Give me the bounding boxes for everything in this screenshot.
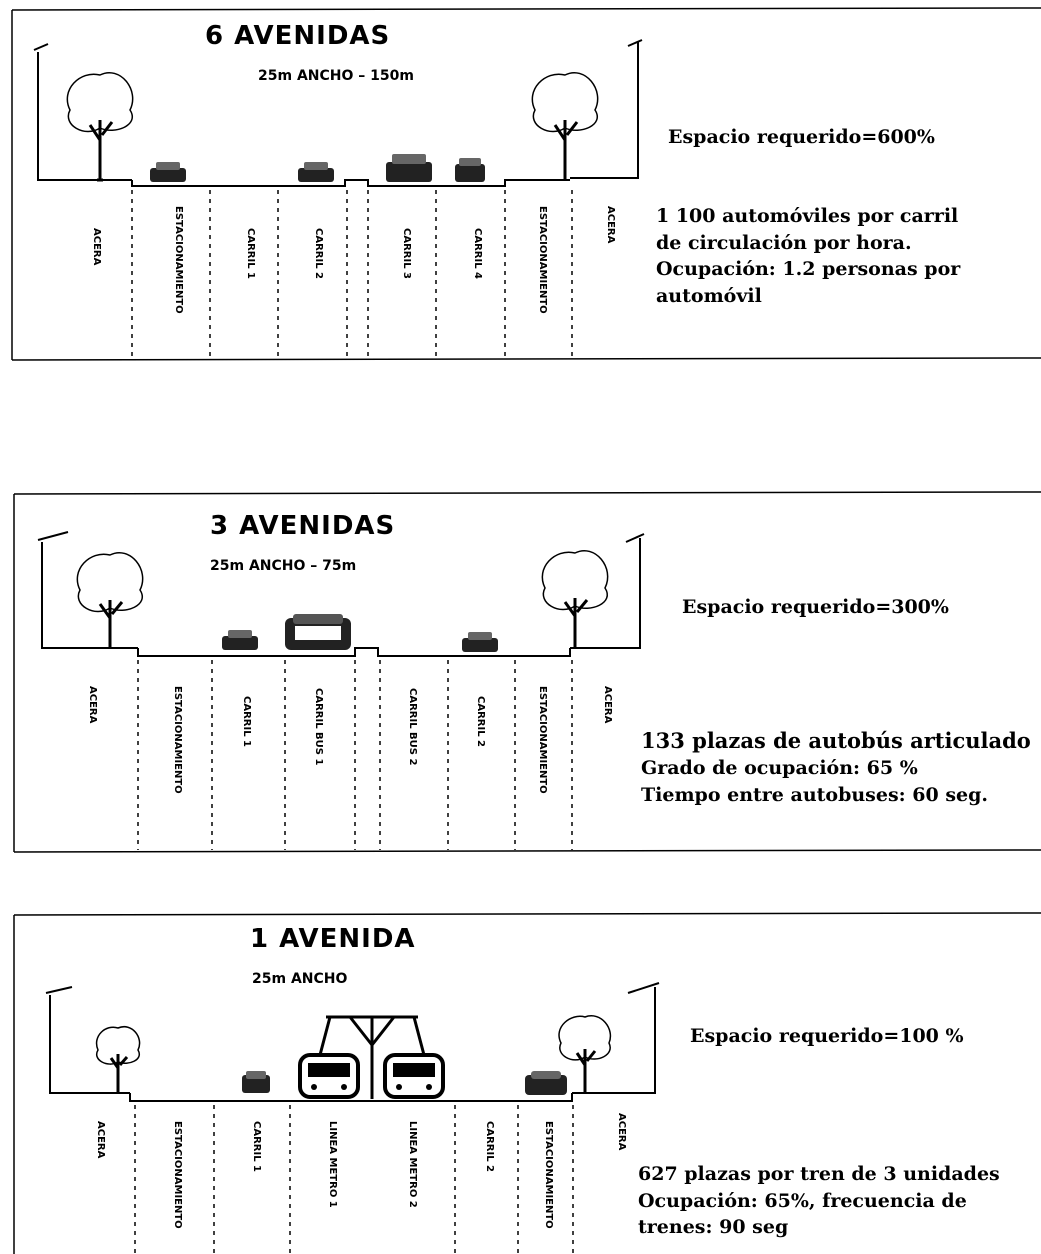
lane-label: ESTACIONAMIENTO [172,686,183,794]
car-icon [386,154,432,182]
car-icon [455,158,485,182]
space-required-text: Espacio requerido=100 % [690,1025,964,1047]
lane-label: ACERA [95,1121,106,1159]
left-wall [37,52,132,181]
street-section-diagram-2: 3 AVENIDAS 25m ANCHO – 75m ACERA ESTACIO… [13,491,1041,853]
lane-label: ESTACIONAMIENTO [543,1121,554,1229]
panel-title: 3 AVENIDAS [210,511,395,541]
panel-details: 627 plazas por tren de 3 unidades Ocupac… [638,1161,1000,1241]
lane-label: CARRIL 2 [484,1121,495,1172]
car-icon [525,1071,567,1095]
lane-label: CARRIL BUS 1 [313,688,324,765]
lane-label: ESTACIONAMIENTO [537,206,548,314]
right-wall [570,42,639,179]
panel-6-avenidas: 6 AVENIDAS 25m ANCHO – 150m ACERA ESTACI… [0,0,1041,370]
tram-icon [383,1053,445,1099]
panel-subtitle: 25m ANCHO – 150m [258,68,414,84]
panel-3-avenidas: 3 AVENIDAS 25m ANCHO – 75m ACERA ESTACIO… [0,490,1041,860]
detail-line: 627 plazas por tren de 3 unidades [638,1163,1000,1185]
car-icon [242,1071,270,1093]
bus-icon [285,614,351,650]
lane-label: LINEA METRO 2 [407,1121,418,1208]
car-icon [462,632,498,652]
detail-line: trenes: 90 seg [638,1216,789,1239]
panel-title: 6 AVENIDAS [205,21,390,51]
car-icon [298,162,334,182]
catenary-pole-icon [318,1015,426,1099]
panel-1-avenida: 1 AVENIDA 25m ANCHO ACERA ESTACIONAMIENT… [0,905,1041,1254]
car-icon [150,162,186,182]
tram-icon [298,1053,360,1099]
space-required-text: Espacio requerido=300% [682,596,949,618]
lane-label: CARRIL 1 [251,1121,262,1172]
lane-label: ACERA [616,1113,627,1151]
lane-label: CARRIL BUS 2 [407,688,418,765]
frame-bottom [11,357,1041,361]
detail-line: Tiempo entre autobuses: 60 seg. [641,783,989,806]
lane-dividers [131,190,573,358]
road-surface [131,179,570,187]
lane-label: CARRIL 1 [245,228,256,279]
tree-icon [531,72,599,180]
street-section-diagram-1: 6 AVENIDAS 25m ANCHO – 150m ACERA ESTACI… [11,7,1041,361]
lane-label: ESTACIONAMIENTO [173,206,184,314]
detail-line: 1 100 automóviles por carril [656,205,959,227]
street-section-diagram-3: 1 AVENIDA 25m ANCHO ACERA ESTACIONAMIENT… [13,912,1041,1254]
panel-subtitle: 25m ANCHO [252,971,347,987]
car-icon [222,630,258,650]
detail-line: automóvil [656,284,762,307]
lane-label: CARRIL 1 [241,696,252,747]
detail-line: 133 plazas de autobús articulado [641,728,1031,753]
lane-label: ACERA [605,206,616,244]
detail-line: Ocupación: 65%, frecuencia de [638,1189,967,1212]
lane-label: LINEA METRO 1 [327,1121,338,1208]
panel-subtitle: 25m ANCHO – 75m [210,558,356,574]
lane-label: ESTACIONAMIENTO [537,686,548,794]
lane-label: CARRIL 4 [472,228,483,279]
panel-details: 1 100 automóviles por carril de circulac… [656,203,960,309]
detail-line: Grado de ocupación: 65 % [641,757,918,780]
panel-title: 1 AVENIDA [250,924,416,954]
lane-label: CARRIL 2 [313,228,324,279]
lane-label: CARRIL 3 [401,228,412,279]
detail-line: de circulación por hora. [656,231,912,254]
frame-top [11,7,1041,11]
tree-icon [66,72,134,182]
lane-label: ACERA [87,686,98,724]
lane-label: ACERA [602,686,613,724]
panel-details: 133 plazas de autobús articulado Grado d… [641,726,1031,809]
detail-line: Ocupación: 1.2 personas por [656,258,961,281]
space-required-text: Espacio requerido=600% [668,126,935,148]
lane-label: ESTACIONAMIENTO [172,1121,183,1229]
lane-label: ACERA [91,228,102,266]
lane-label: CARRIL 2 [475,696,486,747]
